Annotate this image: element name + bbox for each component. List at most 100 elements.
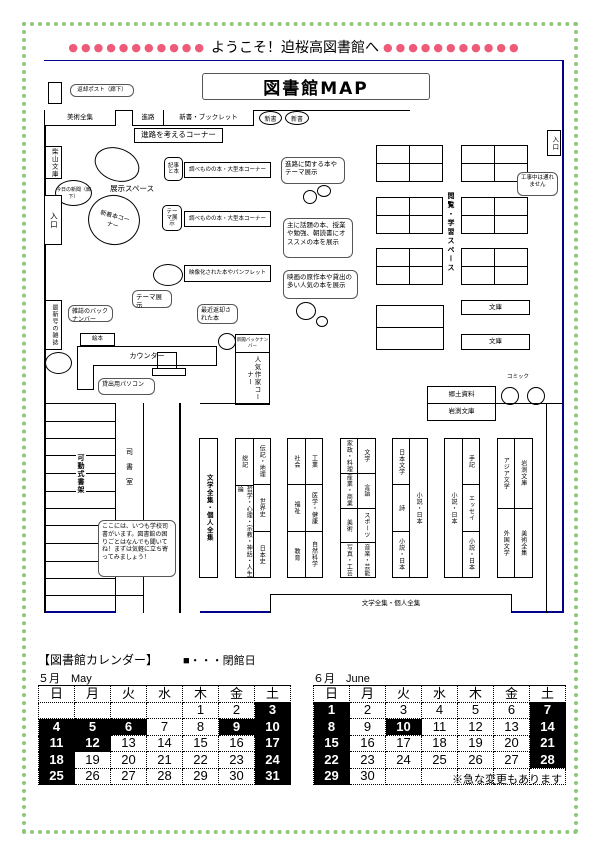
entrance-left[interactable]: 入口 <box>45 195 62 245</box>
open-day: 3 <box>385 701 422 719</box>
calendar-legend: ■・・・閉館日 <box>183 655 256 667</box>
bunko-shelf-1: 文庫 <box>461 300 530 315</box>
open-day: 22 <box>182 751 219 769</box>
desk <box>494 145 528 164</box>
round-table <box>303 190 317 204</box>
closed-day: 24 <box>254 751 291 769</box>
bookshelf-unit: 家政・料理産業・商業美術写真・工芸文学言語スポーツ音楽・芸能 <box>339 438 376 578</box>
shinsho-round-2: 新書 <box>285 111 309 125</box>
shelf-label: 福祉 <box>288 484 305 530</box>
comics-table-1 <box>501 387 519 405</box>
weekday-label: 木 <box>182 685 219 703</box>
closed-day: 7 <box>529 701 566 719</box>
closed-day: 6 <box>110 718 147 736</box>
open-day: 2 <box>349 701 386 719</box>
empty-day <box>529 767 566 785</box>
shelf-column-left: 家政・料理産業・商業美術写真・工芸 <box>340 439 358 577</box>
calendar-note: ※急な変更もあります <box>452 774 562 786</box>
shelf-column-left: 社会福祉教育 <box>288 439 305 577</box>
closed-day: 9 <box>218 718 255 736</box>
open-day: 20 <box>493 734 530 752</box>
open-day: 13 <box>493 718 530 736</box>
shelf-label: 日本史 <box>253 530 270 577</box>
topics-bubble: 主に話題の本、授業や勉強、朝読書にオススメの本を展示 <box>283 218 353 258</box>
pc-desk <box>152 368 186 376</box>
entrance-right[interactable]: 入口 <box>547 130 561 156</box>
open-day: 26 <box>74 767 111 785</box>
welcome-header: ●●●●●●●●●●● ようこそ！迫桜高図書館へ ●●●●●●●●●●● <box>45 37 545 57</box>
open-day: 16 <box>218 734 255 752</box>
bookshelf-unit: 総記哲学・心理・宗教・神話・人生論伝記・地理世界史日本史 <box>235 438 271 578</box>
open-day: 27 <box>493 751 530 769</box>
desk <box>376 163 410 182</box>
librarian-room-label: 司書室 <box>125 448 134 493</box>
shelf-label: 手記 <box>467 455 475 469</box>
round-table <box>153 264 183 286</box>
career-shelf: 進路 <box>132 110 164 126</box>
desk <box>409 163 443 182</box>
iwabuchi-shelf: 岩渕文庫 <box>427 403 496 421</box>
shelf-label: 医学・健康 <box>305 484 323 530</box>
shelf-column-right: 文学言語スポーツ音楽・芸能 <box>357 439 375 577</box>
comics-label: コミック <box>507 374 530 380</box>
shelf-label: 美術 <box>340 507 358 543</box>
movable-shelf <box>44 525 116 527</box>
shelf-column-left: アジア文学外国文学 <box>497 439 514 578</box>
weekday-label: 火 <box>385 685 422 703</box>
open-day: 21 <box>146 751 183 769</box>
shelf-label: 外国文学 <box>497 507 514 578</box>
shinsho-round-1: 新書 <box>259 111 282 125</box>
local-materials-shelf: 郷土資料 <box>427 386 496 404</box>
weekday-label: 金 <box>493 685 530 703</box>
desk <box>409 145 443 164</box>
reference-corner-2: 調べものの本・大型本コーナー <box>184 211 271 227</box>
shelf-label: 伝記・地理 <box>258 445 266 478</box>
dots-decoration-right: ●●●●●●●●●●● <box>383 40 522 54</box>
comics-table-2 <box>527 387 545 405</box>
shelf-column-right: 伝記・地理世界史日本史 <box>252 439 270 577</box>
round-table <box>296 302 316 320</box>
movable-shelf <box>44 561 116 563</box>
open-day: 5 <box>457 701 494 719</box>
open-day: 14 <box>146 734 183 752</box>
open-day: 4 <box>421 701 458 719</box>
closed-day: 25 <box>38 767 75 785</box>
round-table <box>317 185 331 197</box>
shelf-label: 小説・日本 <box>449 491 457 525</box>
reference-corner-1: 調べものの本・大型本コーナー <box>184 162 271 178</box>
construction-bubble: 工事中は通れません <box>517 172 558 196</box>
desk <box>494 215 528 234</box>
desk <box>461 266 495 285</box>
theme-exhibit-bubble: テーマ展示 <box>132 290 172 309</box>
movable-shelves-label: 可動式書架 <box>76 452 86 496</box>
bookshelf-unit: 小説・日本手記エッセイ小説・日本 <box>444 438 481 578</box>
desk <box>376 215 410 234</box>
closed-day: 5 <box>74 718 111 736</box>
open-day: 28 <box>146 767 183 785</box>
weekday-label: 土 <box>254 685 291 703</box>
magazine-table <box>45 352 72 374</box>
shelf-column-right: 手記エッセイ小説・日本 <box>461 439 480 577</box>
closed-day: 21 <box>529 734 566 752</box>
shelf-label: 世界史 <box>253 484 270 530</box>
weekday-header: 日月火水木金土 <box>38 685 291 703</box>
closed-day: 18 <box>38 751 75 769</box>
movable-shelf <box>44 438 116 440</box>
open-day: 6 <box>493 701 530 719</box>
weekday-label: 日 <box>38 685 75 703</box>
shelf-label: 言語 <box>358 472 375 508</box>
open-day: 19 <box>457 734 494 752</box>
open-day: 17 <box>385 734 422 752</box>
closed-day: 12 <box>74 734 111 752</box>
empty-day <box>38 701 75 719</box>
shelf-label: 総記 <box>240 455 248 469</box>
open-day: 20 <box>110 751 147 769</box>
